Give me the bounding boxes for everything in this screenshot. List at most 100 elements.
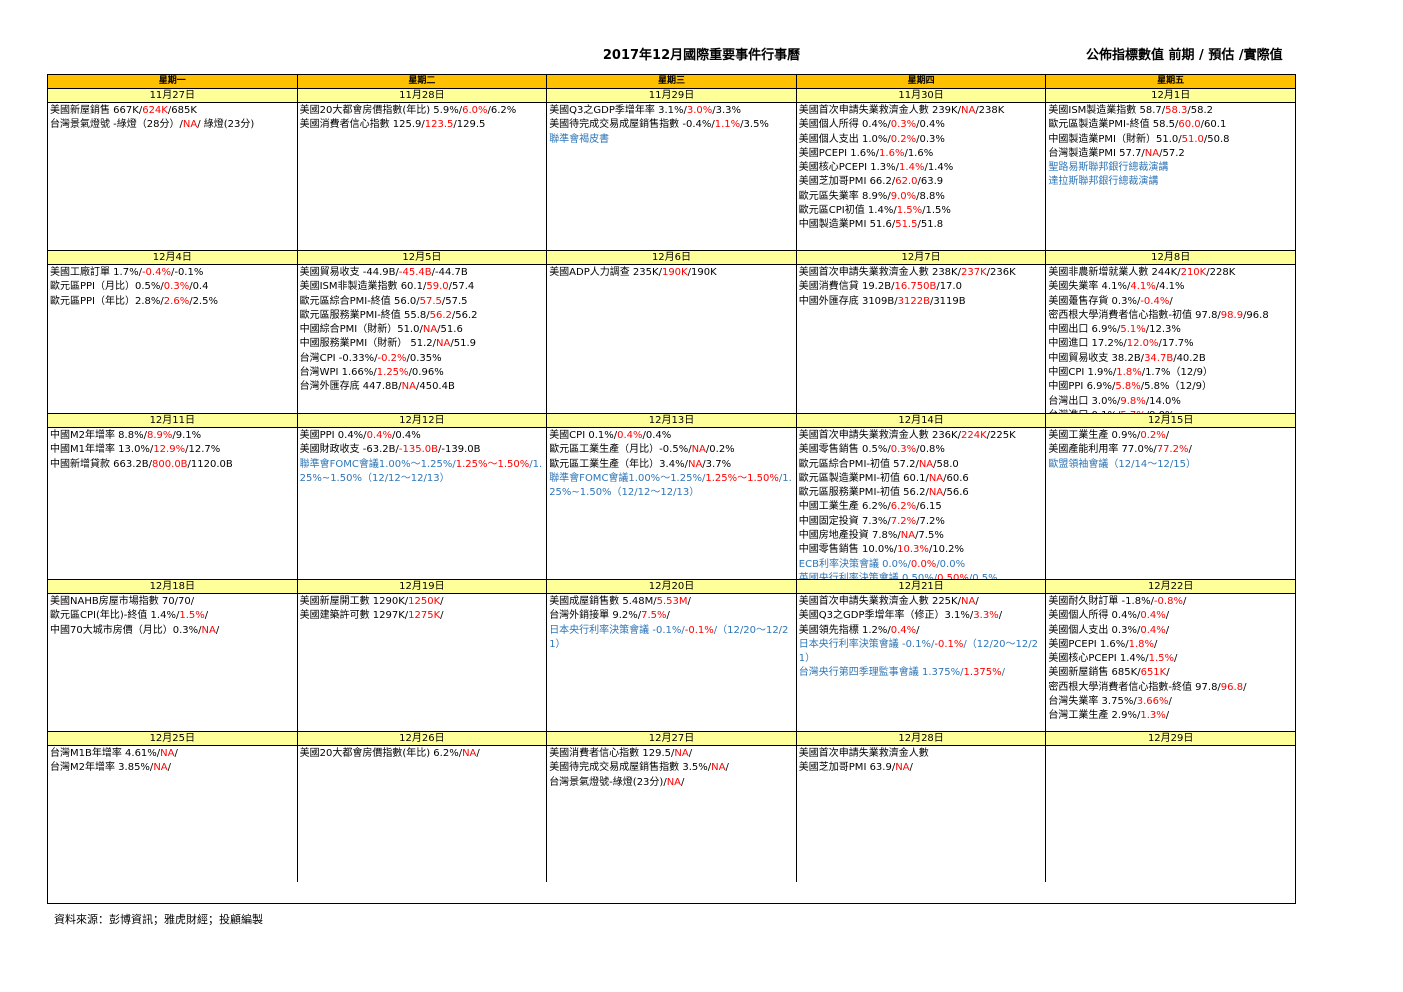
event-forecast-value: 0.4% [1140, 624, 1166, 636]
event-prior-value: 美國零售銷售 0.5%/ [798, 444, 891, 456]
event-actual-value: / [1188, 444, 1192, 456]
event-forecast-value: -135.0B [398, 444, 438, 456]
event-prior-value: 台灣央行第四季理監事會議 1.375%/ [798, 667, 964, 679]
event-actual-value: / [1001, 667, 1005, 679]
event-prior-value: 美國首次申請失業救濟金人數 239K/ [798, 105, 961, 116]
event-prior-value: 聯準會褐皮書 [549, 133, 610, 145]
event-prior-value: 台灣景氣燈號 -綠燈（28分）/ [50, 119, 183, 131]
event-forecast-value: 0.50% [937, 572, 969, 579]
event-forecast-value: 0.4% [617, 430, 643, 441]
day-events-cell: 美國ADP人力調查 235K/190K/190K [547, 265, 797, 413]
date-cell: 11月28日 [298, 89, 548, 102]
indicator-event: 美國待完成交易成屋銷售指數 3.5%/NA/ [549, 761, 794, 775]
event-actual-value: /12.7% [185, 444, 221, 456]
event-forecast-value: 0.2% [890, 133, 917, 145]
event-forecast-value: 3.0% [686, 105, 713, 116]
event-actual-value: / [1166, 667, 1170, 679]
event-actual-value: /40.2B [1173, 352, 1206, 364]
event-prior-value: 美國個人所得 0.4%/ [798, 119, 891, 131]
event-forecast-value: 0.3% [890, 444, 917, 456]
indicator-event: 歐元區綜合PMI-初值 57.2/NA/58.0 [799, 458, 1044, 472]
event-prior-value: 中國製造業PMI（財新）51.0/ [1048, 133, 1182, 145]
indicator-event: 美國待完成交易成屋銷售指數 -0.4%/1.1%/3.5% [549, 118, 794, 132]
event-forecast-value: 1.6% [879, 147, 905, 159]
date-cell: 11月30日 [797, 89, 1047, 102]
event-actual-value: /10.2% [928, 544, 965, 556]
date-cell: 12月20日 [547, 580, 797, 593]
event-prior-value: 美國芝加哥PMI 66.2/ [798, 176, 896, 188]
event-actual-value: /9.1% [172, 430, 202, 441]
indicator-event: 美國PCEPI 1.6%/1.8%/ [1048, 638, 1293, 652]
indicator-event: 中國貿易收支 38.2B/34.7B/40.2B [1048, 352, 1293, 366]
event-actual-value: /-0.1% [170, 267, 204, 278]
indicator-event: 歐元區服務業PMI-初值 56.2/NA/56.6 [799, 486, 1044, 500]
event-prior-value: 美國產能利用率 77.0%/ [1048, 444, 1157, 456]
event-actual-value: /3.7% [702, 458, 732, 470]
day-events-cell: 台灣M1B年增率 4.61%/NA/台灣M2年增率 3.85%/NA/ [48, 746, 298, 882]
day-events-cell [1046, 746, 1295, 882]
value-legend: 公佈指標數值 前期 / 預估 /實際值 [1086, 48, 1283, 63]
event-actual-value: /56.2 [451, 309, 478, 321]
event-actual-value: /0.4 [189, 281, 209, 293]
event-prior-value: 中國PPI 6.9%/ [1048, 381, 1116, 393]
indicator-event: 美國個人所得 0.4%/0.3%/0.4% [799, 118, 1044, 132]
weekday-tue: 星期二 [298, 75, 548, 88]
indicator-event: 中國PPI 6.9%/5.8%/5.8%（12/9） [1048, 380, 1293, 394]
event-actual-value: / [688, 748, 693, 759]
event-forecast-value: 12.0% [1126, 338, 1159, 350]
event-prior-value: 中國房地產投資 7.8%/ [798, 530, 901, 542]
indicator-event: 歐元區失業率 8.9%/9.0%/8.8% [799, 190, 1044, 204]
event-prior-value: 美國個人支出 0.3%/ [1048, 624, 1141, 636]
event-prior-value: 美國待完成交易成屋銷售指數 -0.4%/ [549, 119, 715, 131]
indicator-event: 歐元區工業生產（月比）-0.5%/NA/0.2% [549, 443, 794, 457]
page-title: 2017年12月國際重要事件行事曆 [602, 48, 801, 63]
event-prior-value: 美國核心PCEPI 1.4%/ [1048, 653, 1149, 665]
event-forecast-value: 1.5% [1148, 653, 1175, 665]
indicator-event: 美國產能利用率 77.0%/77.2%/ [1048, 443, 1293, 457]
event-prior-value: 美國消費信貸 19.2B/ [798, 281, 895, 293]
indicator-event: 中國服務業PMI（財新） 51.2/NA/51.9 [300, 337, 545, 351]
meeting-event: 聖路易斯聯邦銀行總裁演講 [1048, 161, 1293, 175]
indicator-event: 美國20大都會房價指數(年比) 5.9%/6.0%/6.2% [300, 104, 545, 118]
event-actual-value: /（12/20～12/21） [798, 638, 1039, 665]
event-prior-value: 美國領先指標 1.2%/ [798, 624, 891, 636]
date-cell: 11月29日 [547, 89, 797, 102]
event-actual-value: / [681, 776, 685, 788]
event-forecast-value: 6.2% [890, 501, 917, 513]
day-events-cell: 美國NAHB房屋市場指數 70/70/歐元區CPI(年比)-終值 1.4%/1.… [48, 594, 298, 731]
event-actual-value: /56.6 [943, 487, 969, 499]
indicator-event: 美國NAHB房屋市場指數 70/70/ [50, 595, 295, 609]
event-forecast-value: 624K [142, 105, 168, 116]
event-prior-value: 中國綜合PMI（財新）51.0/ [299, 324, 423, 336]
date-cell: 12月26日 [298, 732, 548, 745]
event-prior-value: 歐元區綜合PMI-初值 57.2/ [798, 458, 919, 470]
event-actual-value: / [1154, 638, 1158, 650]
event-actual-value: / [725, 762, 729, 774]
event-prior-value: 歐元區服務業PMI-初值 56.2/ [798, 487, 929, 499]
indicator-event: 美國新屋開工數 1290K/1250K/ [300, 595, 545, 609]
day-events-cell: 美國20大都會房價指數(年比) 5.9%/6.0%/6.2%美國消費者信心指數 … [298, 103, 548, 250]
event-forecast-value: 237K [960, 267, 987, 278]
indicator-event: 中國進口 17.2%/12.0%/17.7% [1048, 337, 1293, 351]
indicator-event: 美國PCEPI 1.6%/1.6%/1.6% [799, 147, 1044, 161]
event-forecast-value: NA [201, 624, 216, 636]
event-prior-value: 日本央行利率決策會議 -0.1%/ [549, 624, 685, 636]
event-actual-value: /0.35% [406, 352, 442, 364]
indicator-event: 台灣WPI 1.66%/1.25%/0.96% [300, 366, 545, 380]
day-events-cell: 美國工業生產 0.9%/0.2%/美國產能利用率 77.0%/77.2%/歐盟領… [1046, 428, 1295, 579]
event-forecast-value: -0.4% [141, 267, 171, 278]
indicator-event: 台灣出口 3.0%/9.8%/14.0% [1048, 395, 1293, 409]
event-forecast-value: 651K [1140, 667, 1167, 679]
event-actual-value: /3.5% [740, 119, 769, 131]
weekday-wed: 星期三 [547, 75, 797, 88]
event-prior-value: 歐元區CPI(年比)-終值 1.4%/ [50, 610, 180, 622]
event-prior-value: 中國工業生產 6.2%/ [798, 501, 891, 513]
event-actual-value: /3.3% [712, 105, 742, 116]
date-cell: 12月15日 [1147, 415, 1194, 426]
